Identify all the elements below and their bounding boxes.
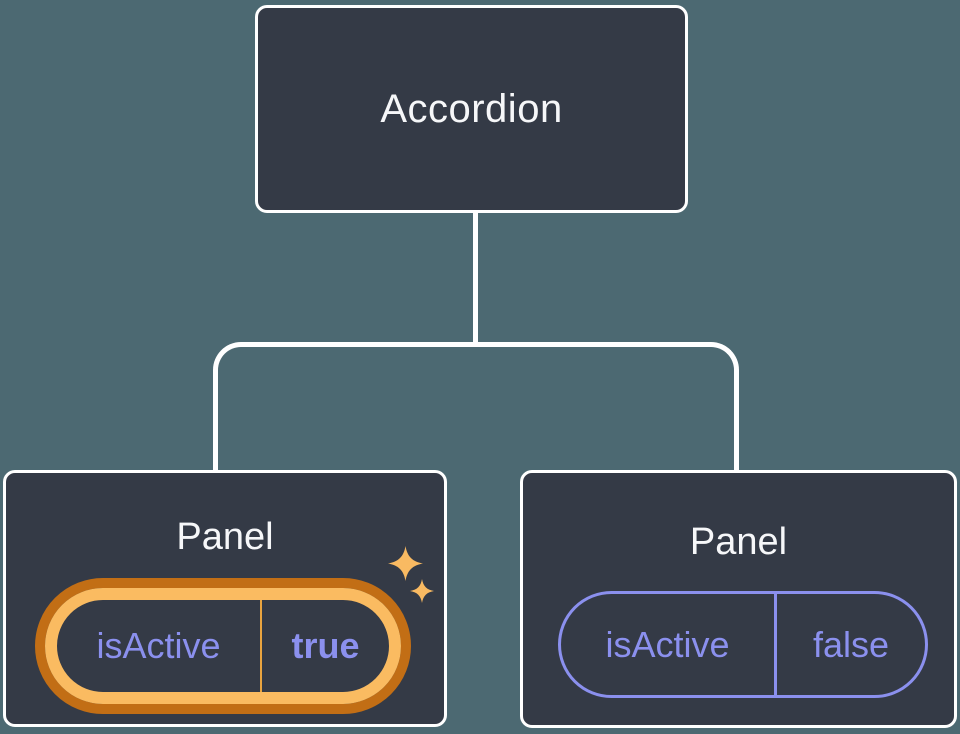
pill-divider bbox=[774, 594, 777, 695]
node-panel-inactive: Panel isActive false bbox=[520, 470, 957, 728]
panel-active-title: Panel bbox=[176, 516, 274, 558]
prop-value-inactive: false bbox=[812, 623, 890, 665]
sparkles-icon bbox=[410, 579, 434, 603]
panel-inactive-title: Panel bbox=[689, 521, 788, 563]
node-accordion-label: Accordion bbox=[380, 86, 563, 131]
state-pill-inactive: isActive false bbox=[558, 591, 928, 698]
sparkles-icon bbox=[388, 546, 423, 581]
state-pill-active: isActive true bbox=[35, 578, 411, 714]
pill-divider bbox=[260, 600, 262, 692]
prop-name-active: isActive bbox=[96, 625, 221, 666]
state-pill-active-inner: isActive true bbox=[45, 588, 401, 704]
prop-value-active: true bbox=[291, 625, 360, 666]
connector-branch-bracket bbox=[213, 342, 739, 472]
node-panel-active: Panel isActive true bbox=[3, 470, 447, 727]
node-accordion: Accordion bbox=[255, 5, 688, 213]
connector-root-stem bbox=[473, 210, 478, 346]
prop-name-inactive: isActive bbox=[605, 623, 730, 665]
